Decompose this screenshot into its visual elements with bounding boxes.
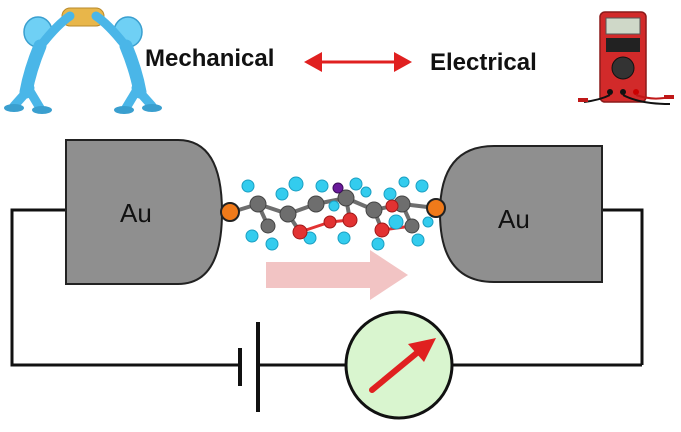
- direction-arrow: [266, 250, 408, 300]
- meter-needle: [369, 349, 421, 393]
- tug-of-war-figures-icon: [4, 7, 162, 114]
- multimeter-icon: [578, 11, 674, 105]
- meter-needle-head: [408, 338, 436, 362]
- electrode-left-label: Au: [120, 198, 152, 228]
- mechanical-label: Mechanical: [145, 45, 274, 72]
- anchor-atom-left: [220, 202, 240, 222]
- circuit-wire: [10, 208, 644, 367]
- anchor-atom-right: [426, 198, 446, 218]
- ammeter: [344, 310, 454, 420]
- electrical-label: Electrical: [430, 49, 537, 76]
- electrode-right-label: Au: [498, 204, 530, 234]
- molecule: [231, 176, 437, 251]
- electrode-left: Au: [65, 139, 224, 285]
- electrode-right: Au: [438, 145, 603, 283]
- battery: [238, 322, 260, 412]
- double-arrow: [304, 52, 412, 72]
